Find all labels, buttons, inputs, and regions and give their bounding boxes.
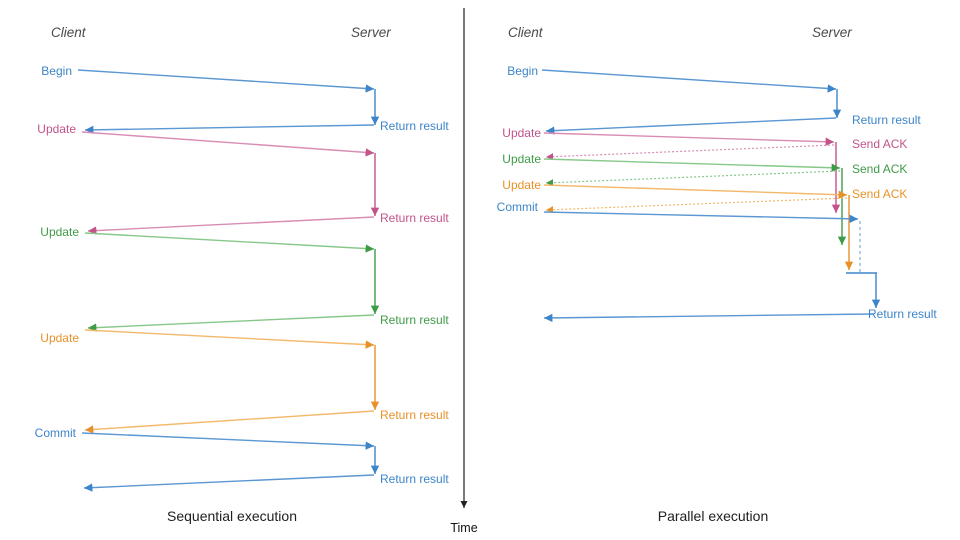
right-label-return-1: Return result [852,113,921,127]
arrow-return-result-1 [545,117,837,135]
left-client-actor-label: Client [51,25,87,40]
arrow-commit-request [81,432,375,450]
arrow-return-result-5 [83,474,375,492]
arrow-send-ack-2 [545,170,841,187]
left-label-return-4: Return result [380,408,449,422]
arrow-update-1-request [81,131,375,157]
right-label-ack-2: Send ACK [852,162,907,176]
left-label-return-3: Return result [380,313,449,327]
arrow-begin-request [77,69,375,93]
time-axis: Time [450,8,478,535]
arrow-return-result-4 [84,410,375,434]
right-label-begin: Begin [507,64,538,78]
right-label-commit: Commit [497,200,539,214]
right-label-ack-3: Send ACK [852,187,907,201]
arrow-send-ack-3 [545,197,848,214]
right-panel-parallel: Client Server Begin Update Update Update… [497,25,938,524]
left-panel-caption: Sequential execution [167,508,297,524]
left-label-return-1: Return result [380,119,449,133]
left-label-commit: Commit [35,426,77,440]
arrow-begin-request [541,69,837,93]
left-label-update-1: Update [37,122,76,136]
arrow-update-2-request [84,232,375,253]
left-server-actor-label: Server [351,25,391,40]
right-label-return-2: Return result [868,307,937,321]
left-panel-sequential: Client Server Begin Update Update Update… [35,25,450,524]
arrow-return-result-2 [543,313,875,323]
right-server-actor-label: Server [812,25,852,40]
time-axis-label: Time [450,521,477,535]
right-panel-caption: Parallel execution [658,508,769,524]
arrow-update-1-request [543,132,835,146]
right-label-ack-1: Send ACK [852,137,907,151]
right-label-update-3: Update [502,178,541,192]
right-label-update-1: Update [502,126,541,140]
arrow-return-result-2 [87,216,375,235]
left-label-return-5: Return result [380,472,449,486]
right-label-update-2: Update [502,152,541,166]
left-label-begin: Begin [41,64,72,78]
left-label-update-3: Update [40,331,79,345]
arrow-commit-request [543,211,859,224]
left-label-return-2: Return result [380,211,449,225]
left-label-update-2: Update [40,225,79,239]
right-client-actor-label: Client [508,25,544,40]
arrow-update-3-request [84,329,375,349]
arrow-send-ack-1 [545,144,835,161]
arrow-return-result-3 [87,314,375,332]
arrow-update-3-request [543,184,848,199]
arrow-update-2-request [543,158,841,172]
arrow-return-result-1 [84,124,375,135]
